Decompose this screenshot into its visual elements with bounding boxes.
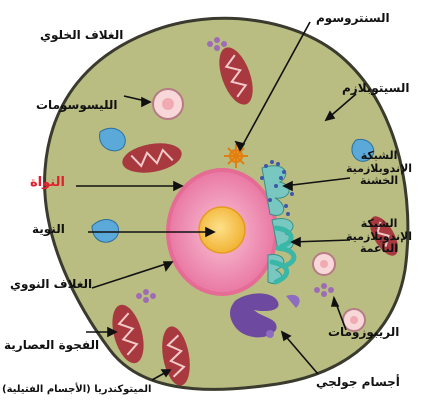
label-mitochondria: الميتوكندريا (الأجسام الفتيلية) xyxy=(2,384,151,396)
label-cell-membrane: الغلاف الخلوي xyxy=(40,29,123,43)
label-nucleolus: النوية xyxy=(32,223,65,237)
label-rough-er-line1: الشبكة xyxy=(346,150,412,163)
label-rough-er: الشبكة الإندوبلازمية الخشنة xyxy=(346,150,412,188)
label-vacuole: الفجوة العصارية xyxy=(4,339,99,353)
label-smooth-er: الشبكة الإندوبلازمية الناعمة xyxy=(346,218,412,256)
label-nuclear-envelope: الغلاف النووي xyxy=(10,278,92,292)
label-smooth-er-line3: الناعمة xyxy=(346,243,412,256)
label-rough-er-line3: الخشنة xyxy=(346,175,412,188)
label-centrosome: السنتروسوم xyxy=(316,12,390,26)
label-lysosomes: الليسوسومات xyxy=(36,99,117,113)
label-nucleus: النواة xyxy=(30,176,65,191)
label-smooth-er-line1: الشبكة xyxy=(346,218,412,231)
label-golgi: أجسام جولجي xyxy=(316,376,400,390)
label-cytoplasm: السيتوبلازم xyxy=(342,82,409,96)
label-ribosomes: الريبوزومات xyxy=(328,326,399,340)
